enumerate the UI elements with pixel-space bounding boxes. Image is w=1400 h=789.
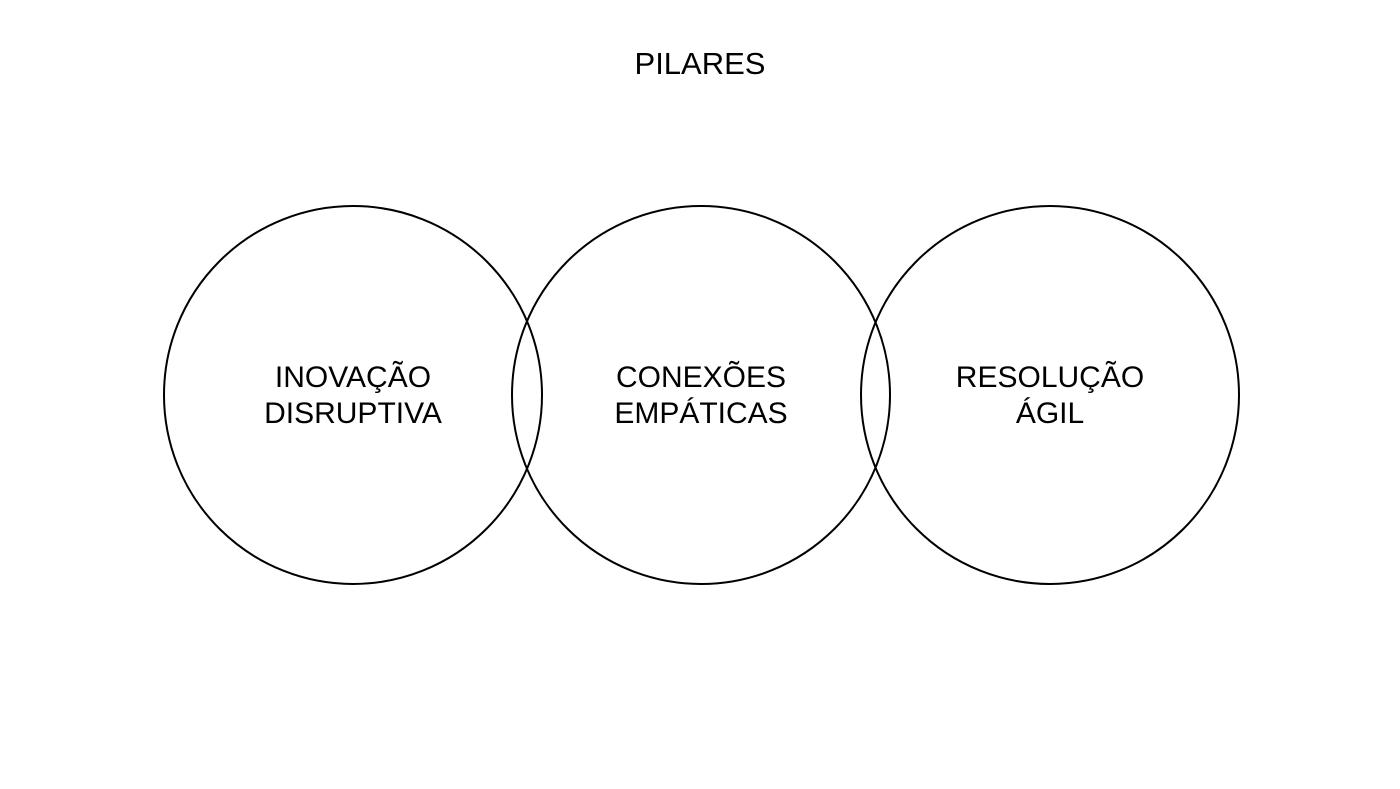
pillar-circle-conexoes xyxy=(511,205,891,585)
pillar-label-line: DISRUPTIVA xyxy=(264,397,442,430)
pillar-label-conexoes: CONEXÕES EMPÁTICAS xyxy=(551,360,851,432)
page-title: PILARES xyxy=(634,46,766,81)
pillar-label-resolucao: RESOLUÇÃO ÁGIL xyxy=(900,360,1200,432)
pillar-label-line: RESOLUÇÃO xyxy=(955,361,1145,394)
pillar-label-line: INOVAÇÃO xyxy=(274,361,432,394)
pillar-circle-inovacao xyxy=(163,205,543,585)
pillar-label-line: CONEXÕES xyxy=(615,361,787,394)
pillar-label-line: ÁGIL xyxy=(1015,397,1085,430)
pillar-label-line: EMPÁTICAS xyxy=(614,397,788,430)
pillar-label-inovacao: INOVAÇÃO DISRUPTIVA xyxy=(203,360,503,432)
pillar-circle-resolucao xyxy=(860,205,1240,585)
